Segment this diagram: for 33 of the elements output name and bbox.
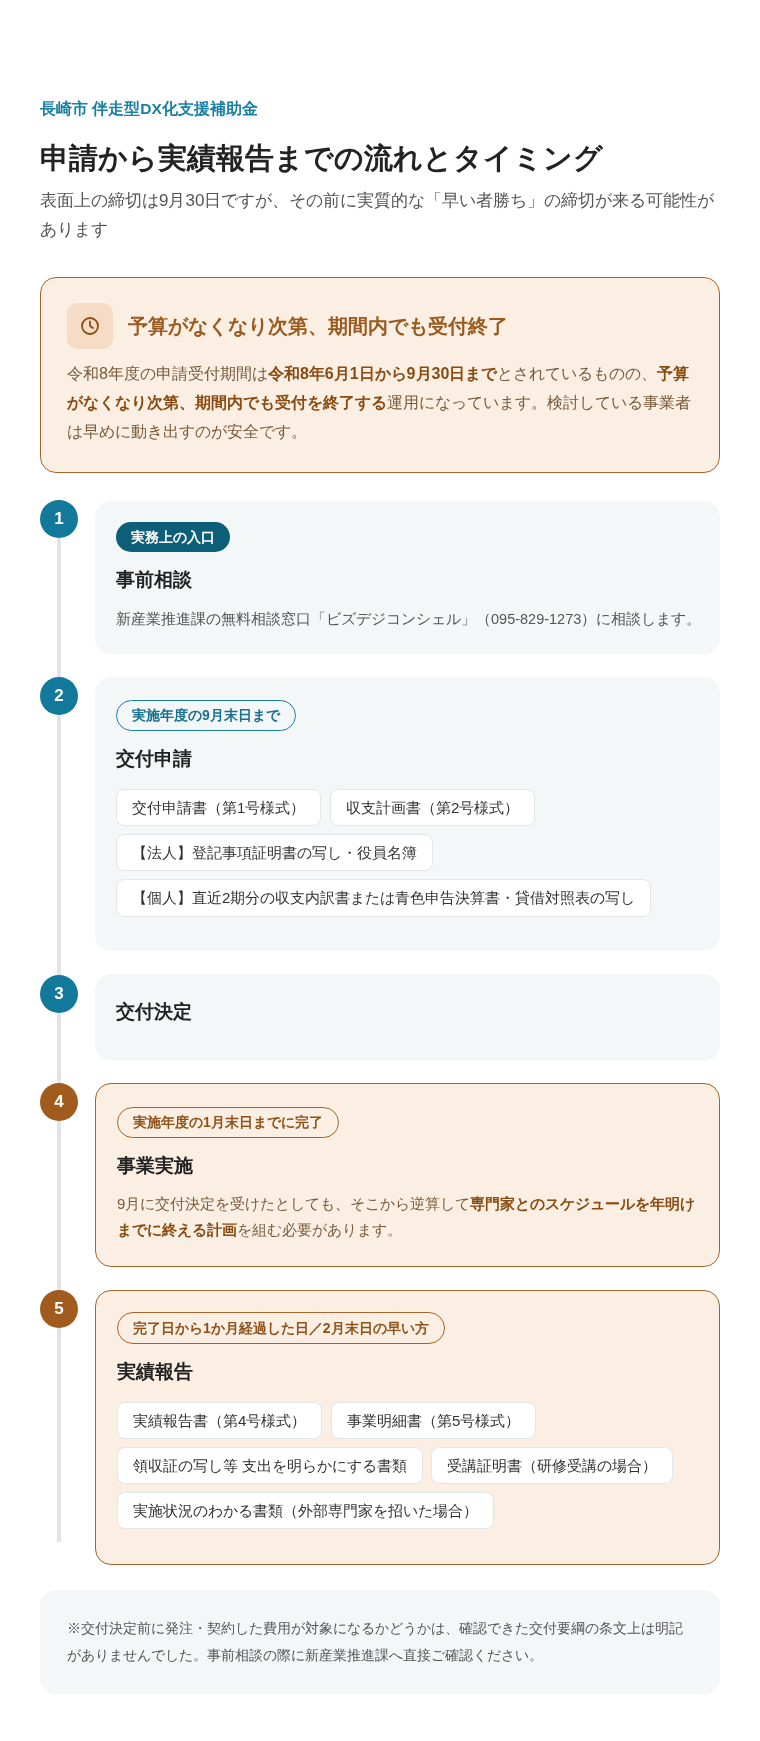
step-number: 1 bbox=[40, 500, 78, 538]
step-description: 9月に交付決定を受けたとしても、そこから逆算して専門家とのスケジュールを年明けまでに終える計画を組む必要があります。 bbox=[117, 1194, 697, 1240]
step-card bbox=[95, 501, 720, 654]
document-chip: 収支計画書（第2号様式） bbox=[330, 789, 536, 826]
step-card bbox=[95, 1290, 720, 1565]
alert-title: 予算がなくなり次第、期間内でも受付終了 bbox=[128, 314, 509, 339]
alert-box bbox=[40, 277, 720, 473]
step-card bbox=[95, 1083, 720, 1267]
document-chip: 【法人】登記事項証明書の写し・役員名簿 bbox=[116, 834, 433, 871]
step-description: 新産業推進課の無料相談窓口「ビズデジコンシェル」（095-829-1273）に相談します。 bbox=[116, 609, 703, 629]
lead-text: 表面上の締切は9月30日ですが、その前に実質的な「早い者勝ち」の締切が来る可能性があります bbox=[40, 189, 716, 241]
step-card bbox=[95, 677, 720, 951]
step-title: 事業実施 bbox=[117, 1154, 194, 1178]
pill-badge: 実務上の入口 bbox=[116, 522, 230, 552]
document-chip: 【個人】直近2期分の収支内訳書または青色申告決算書・貸借対照表の写し bbox=[116, 879, 652, 917]
page-title: 申請から実績報告までの流れとタイミング bbox=[40, 140, 603, 176]
document-chip: 交付申請書（第1号様式） bbox=[116, 789, 322, 826]
step-title: 交付決定 bbox=[116, 1000, 193, 1024]
document-chip: 事業明細書（第5号様式） bbox=[331, 1402, 537, 1439]
step-number: 2 bbox=[40, 677, 78, 715]
step-title: 実績報告 bbox=[117, 1360, 194, 1384]
alert-text: 令和8年度の申請受付期間は令和8年6月1日から9月30日までとされているものの、予算がなくなり次第、期間内でも受付を終了する運用になっています。検討している事業者は早めに動き出すのが安全です。 bbox=[67, 363, 692, 442]
document-chip: 受講証明書（研修受講の場合） bbox=[431, 1447, 673, 1484]
subsidy-name: 長崎市 伴走型DX化支援補助金 bbox=[40, 99, 258, 119]
document-chip: 実績報告書（第4号様式） bbox=[117, 1402, 323, 1439]
step-title: 交付申請 bbox=[116, 747, 193, 771]
step-title: 事前相談 bbox=[116, 568, 193, 592]
document-chip: 実施状況のわかる書類（外部専門家を招いた場合） bbox=[117, 1492, 494, 1529]
step-number: 3 bbox=[40, 975, 78, 1013]
document-chip: 領収証の写し等 支出を明らかにする書類 bbox=[117, 1447, 424, 1484]
step-number: 5 bbox=[40, 1290, 78, 1328]
note-text: ※交付決定前に発注・契約した費用が対象になるかどうかは、確認できた交付要綱の条文上は明記がありませんでした。事前相談の際に新産業推進課へ直接ご確認ください。 bbox=[67, 1619, 684, 1665]
step-number: 4 bbox=[40, 1083, 78, 1121]
